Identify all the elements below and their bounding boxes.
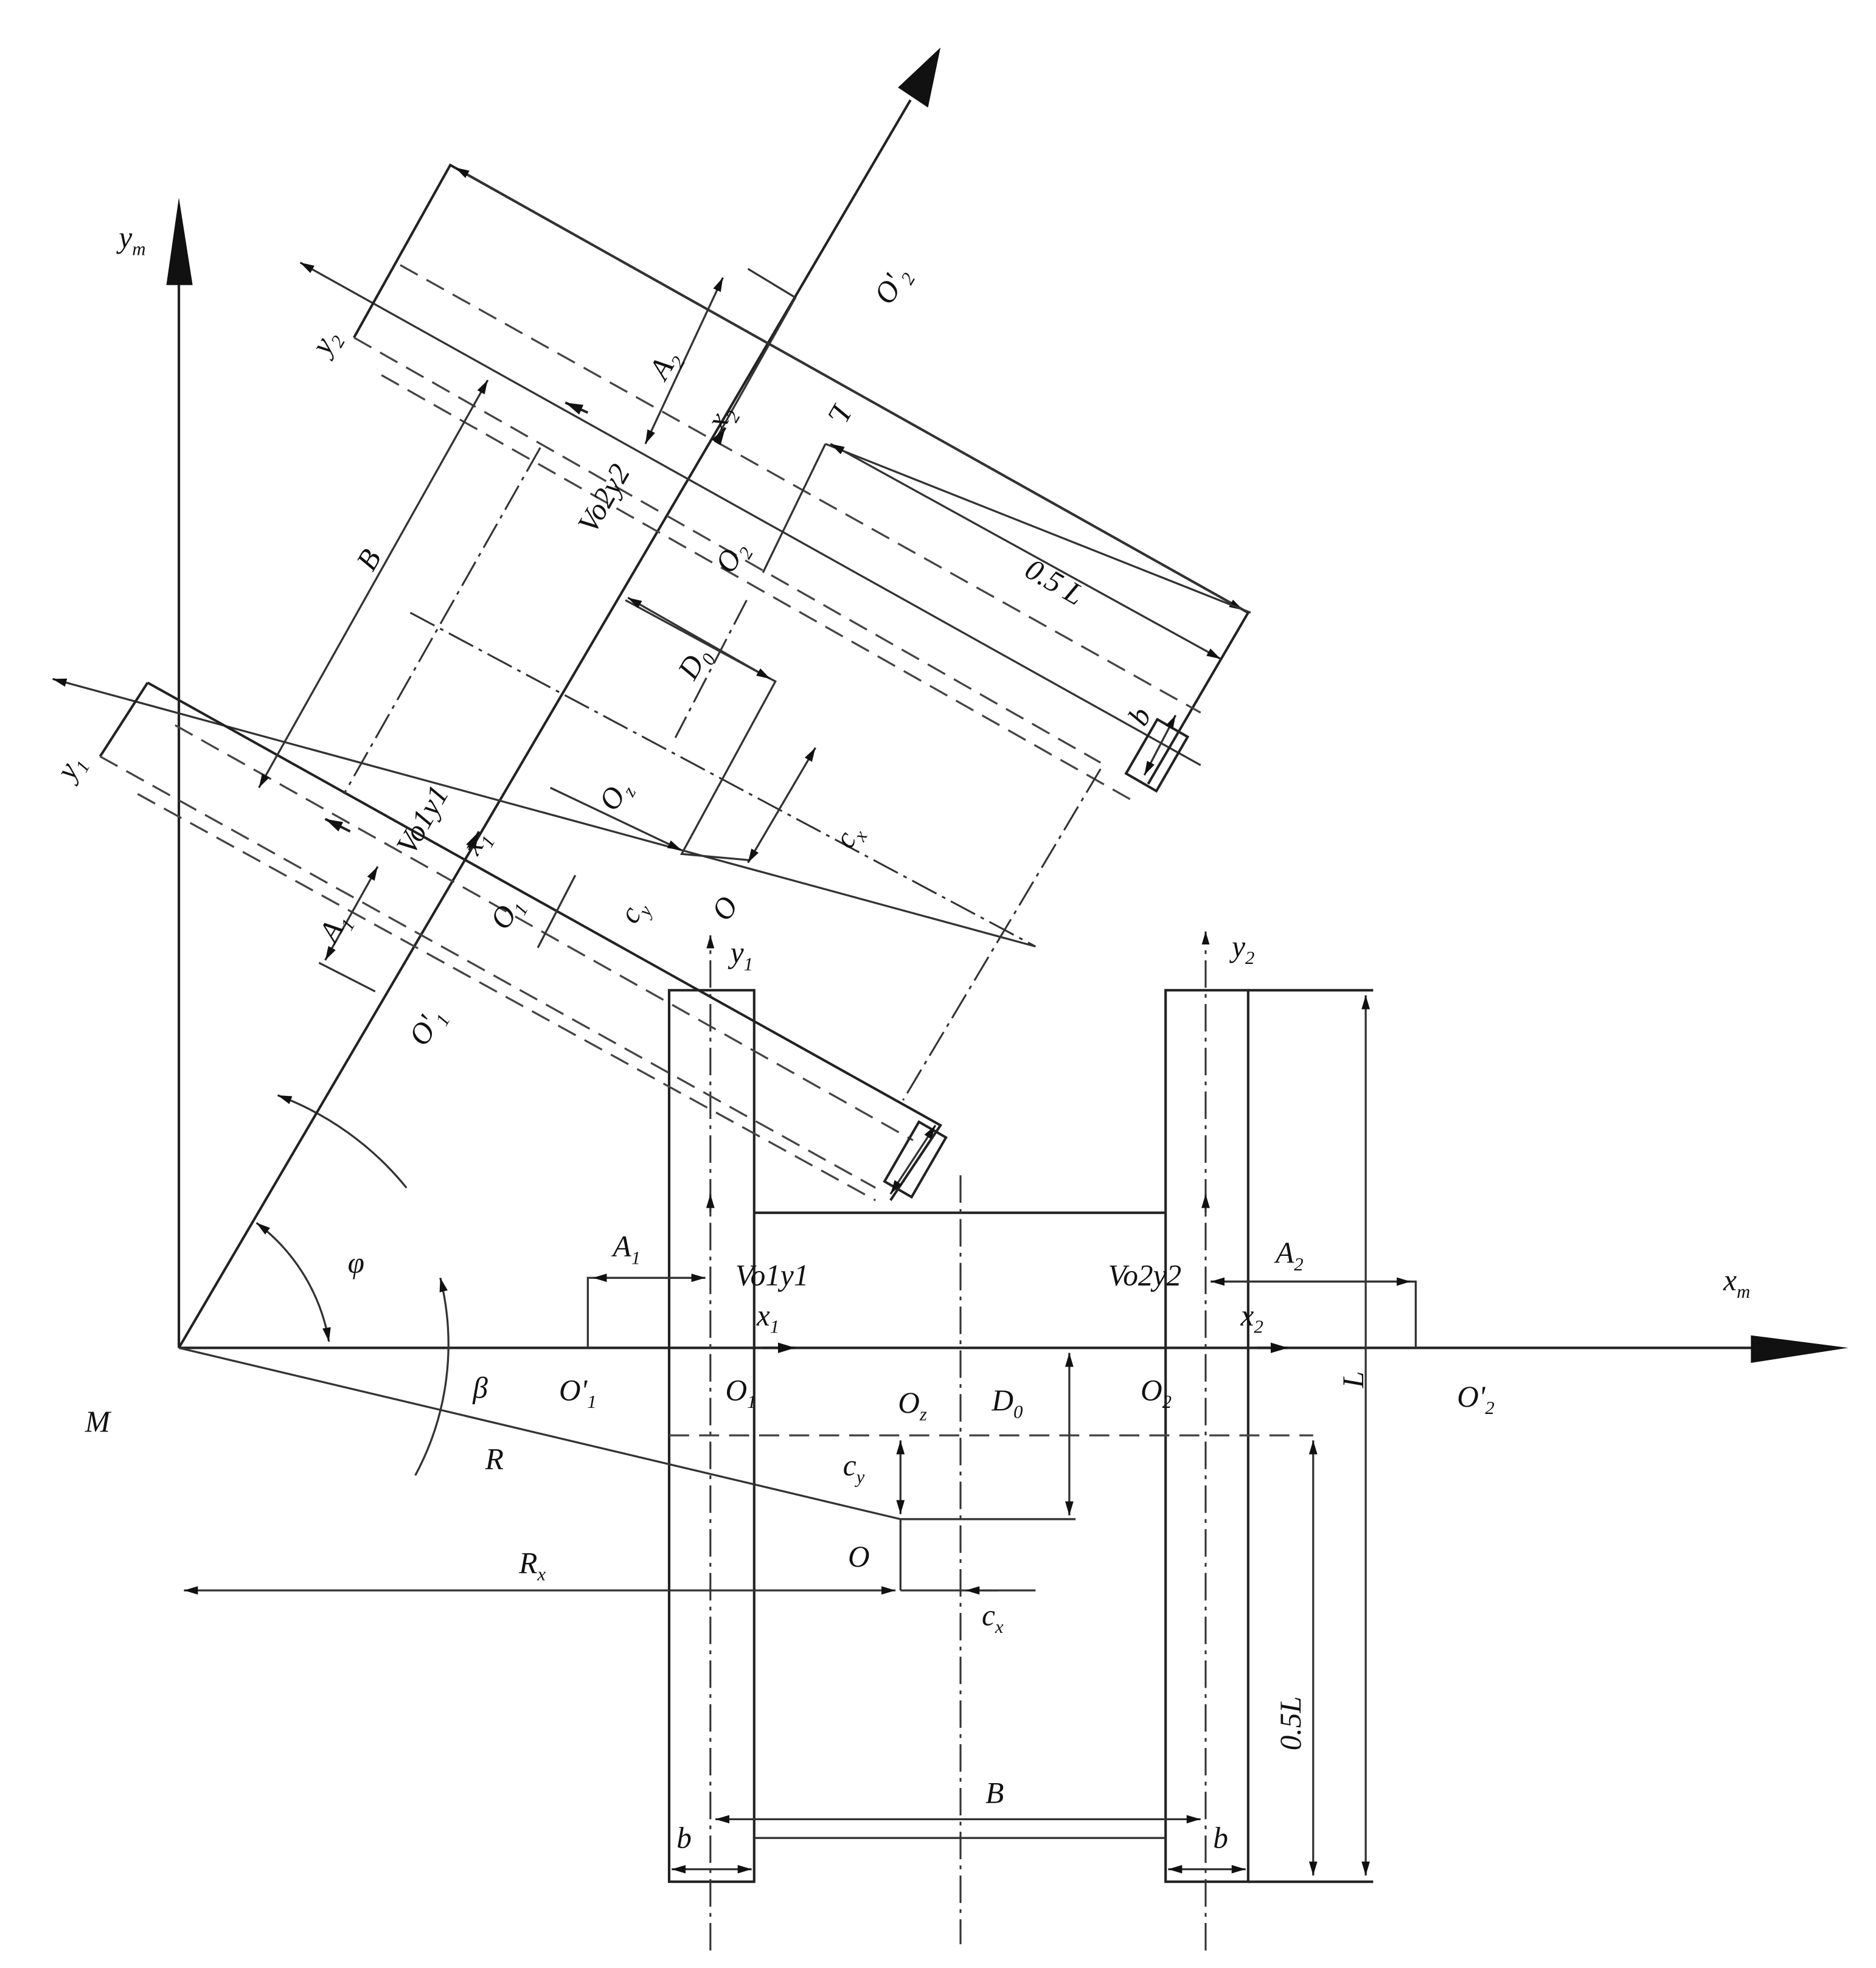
rot-label-y2: y2 — [303, 324, 349, 365]
fixed-labels: ym xm M φ β R Rx O'1 O1 Oz D0 O2 O'2 cy … — [85, 221, 1750, 1855]
straight-tracks — [178, 931, 1417, 1951]
rot-label-L: L — [821, 399, 859, 431]
rot-label-O2-prime: O'2 — [867, 260, 920, 312]
label-A1: A1 — [611, 1230, 641, 1268]
label-b-left: b — [676, 1821, 692, 1855]
rotated-tracks — [52, 47, 1251, 1349]
label-O1-prime: O'1 — [559, 1374, 597, 1412]
label-ym: ym — [116, 221, 145, 259]
rot-label-O1: O1 — [484, 891, 532, 937]
label-L: L — [1336, 1371, 1370, 1388]
label-O2-prime: O'2 — [1457, 1380, 1495, 1418]
rot-label-half-L: 0.5 L — [1020, 552, 1089, 612]
label-phi: φ — [348, 1246, 364, 1280]
label-O1: O1 — [725, 1374, 756, 1412]
rot-label-cx: cx — [827, 818, 872, 856]
label-D0: D0 — [991, 1384, 1023, 1422]
xm-arrowhead — [1751, 1335, 1849, 1363]
label-A2: A2 — [1274, 1236, 1304, 1274]
label-y2: y2 — [1229, 930, 1254, 968]
label-beta: β — [472, 1371, 488, 1405]
rot-label-y1: y1 — [48, 749, 94, 790]
label-b-right: b — [1213, 1821, 1228, 1855]
rotated-axis-arrowhead — [898, 47, 941, 108]
label-half-L: 0.5L — [1274, 1696, 1307, 1750]
label-Vo1y1: Vo1y1 — [735, 1258, 809, 1292]
label-M: M — [85, 1405, 112, 1438]
rot-label-O2: O2 — [709, 535, 757, 581]
label-O: O — [848, 1540, 870, 1573]
rot-label-Vo2y2: Vo2y2 — [571, 459, 637, 539]
rot-label-O1-prime: O'1 — [402, 1002, 454, 1053]
rot-label-b: b — [1121, 701, 1158, 731]
label-xm: xm — [1723, 1264, 1750, 1302]
rot-label-cy: cy — [612, 893, 656, 931]
label-B: B — [985, 1776, 1004, 1810]
rot-label-A2: A2 — [641, 344, 689, 389]
label-O2: O2 — [1141, 1374, 1172, 1412]
label-R: R — [485, 1443, 504, 1476]
label-x2: x2 — [1240, 1298, 1263, 1337]
label-Vo2y2: Vo2y2 — [1108, 1258, 1182, 1292]
rot-label-O: O — [705, 890, 745, 926]
label-y1: y1 — [728, 936, 753, 974]
rot-label-B: B — [350, 544, 388, 577]
label-Rx: Rx — [518, 1546, 546, 1584]
fixed-axes — [166, 197, 1849, 1363]
ym-arrowhead — [166, 197, 193, 285]
label-x1: x1 — [756, 1298, 779, 1337]
label-cy: cy — [843, 1449, 865, 1487]
label-Oz: Oz — [898, 1386, 927, 1424]
label-cx: cx — [982, 1599, 1004, 1637]
